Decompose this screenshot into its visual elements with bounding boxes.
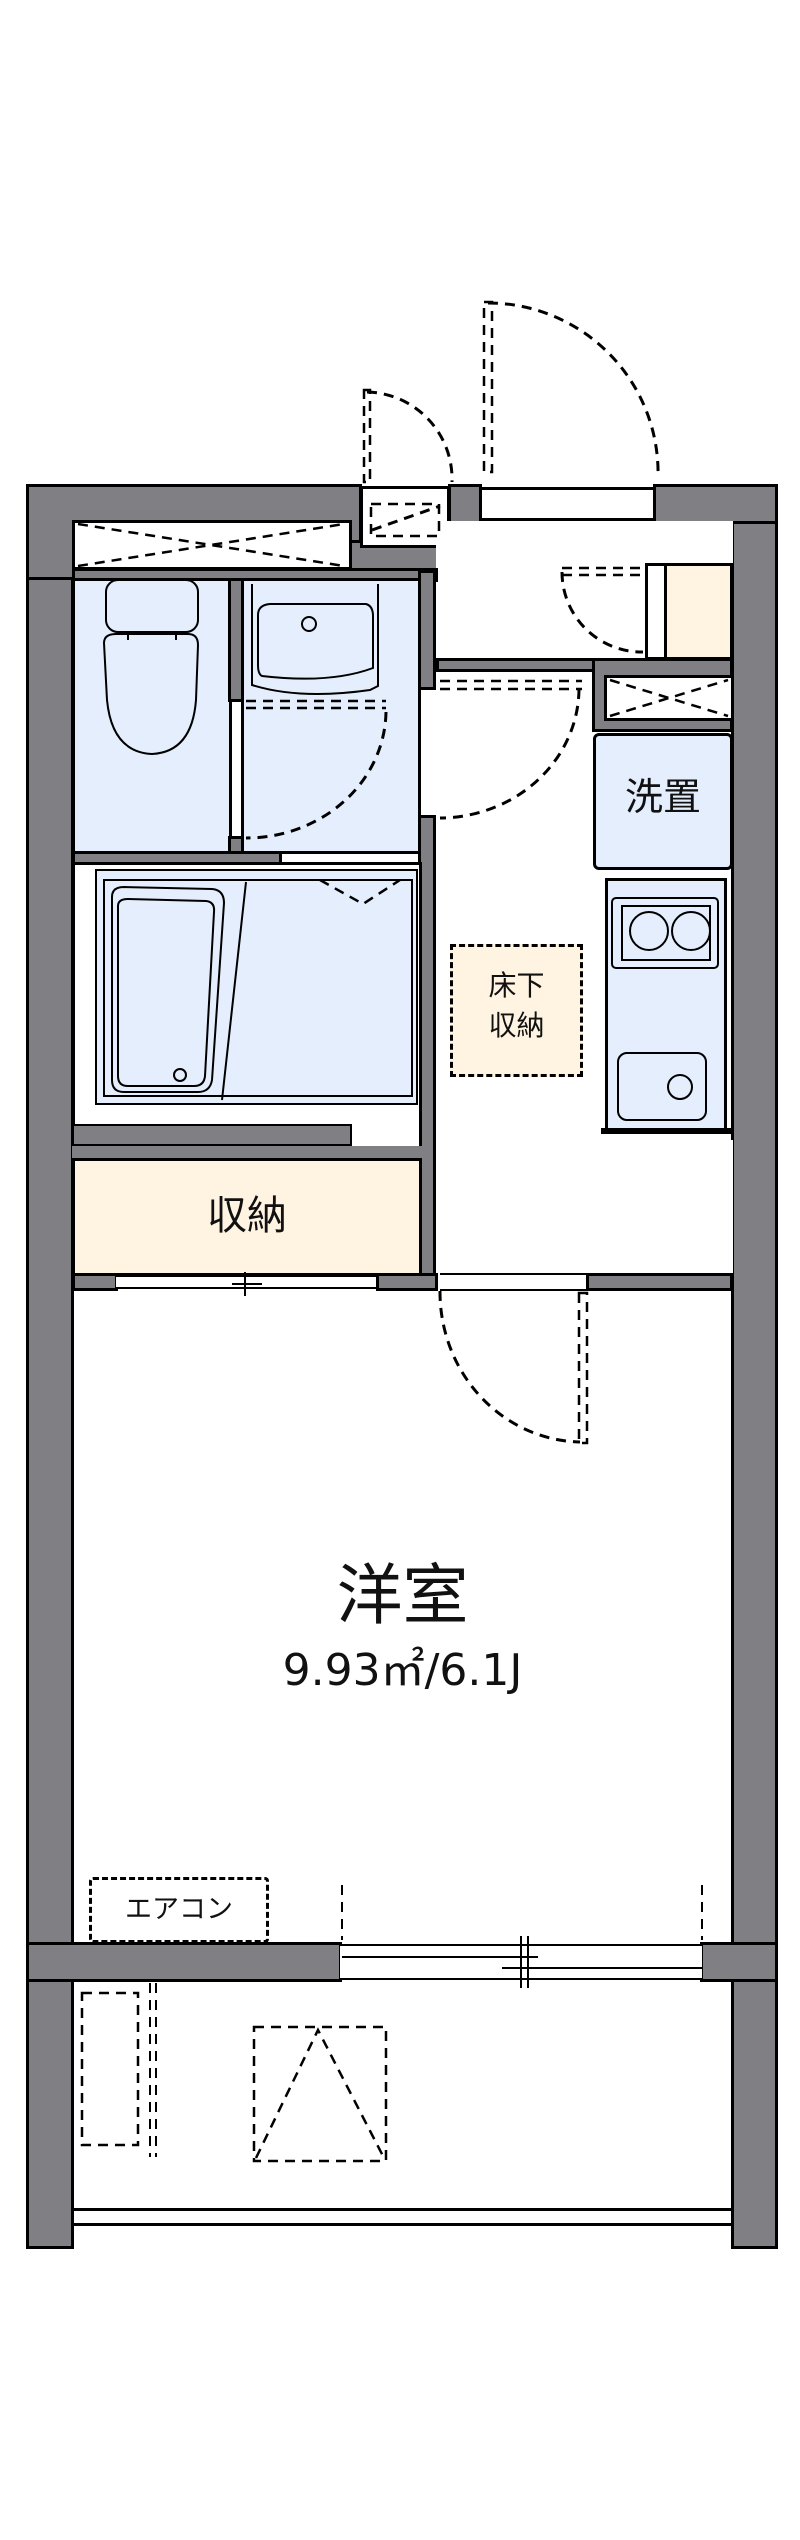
wall-below-bath xyxy=(72,1124,352,1146)
entrance-door-swing xyxy=(487,301,660,479)
underfloor-storage xyxy=(450,944,583,1077)
washer-space xyxy=(593,733,733,870)
underfloor-storage-label-2: 収納 xyxy=(488,1009,545,1042)
air-conditioner-label: エアコン xyxy=(125,1894,233,1925)
air-conditioner xyxy=(89,1877,269,1943)
outer-wall-top-right xyxy=(653,484,778,524)
bath-unit xyxy=(95,869,418,1105)
kitchen-counter-base xyxy=(601,1128,733,1134)
balcony-window[interactable] xyxy=(340,1944,702,1980)
shoe-cabinet xyxy=(664,563,733,660)
wall-balcony-left xyxy=(26,1942,342,1982)
wall-hall-horizontal xyxy=(436,658,616,672)
wall-balcony-right xyxy=(700,1942,778,1982)
outer-wall-right xyxy=(731,484,778,2249)
western-room xyxy=(74,1291,731,1945)
underfloor-storage-label-1: 床下 xyxy=(488,969,545,1002)
pipe-space-right xyxy=(604,675,734,721)
washroom xyxy=(241,578,421,854)
meter-door-swing xyxy=(366,390,454,483)
wall-room-top-left xyxy=(72,1273,118,1291)
entrance-door-opening[interactable] xyxy=(482,487,653,521)
closet-label: 収納 xyxy=(207,1193,287,1239)
washer-space-label: 洗置 xyxy=(624,775,701,819)
western-room-area: 9.93㎡/6.1J xyxy=(282,1645,523,1696)
wall-bath-storage xyxy=(72,1146,422,1160)
hallway-lower xyxy=(592,1140,733,1274)
wall-room-top-right xyxy=(586,1273,733,1291)
pipe-space-top xyxy=(72,520,352,570)
balcony xyxy=(74,1982,731,2210)
balcony-railing xyxy=(74,2208,731,2226)
room-door-opening[interactable] xyxy=(440,1273,588,1291)
western-room-label: 洋室 xyxy=(336,1557,469,1634)
outer-wall-left xyxy=(26,484,74,2249)
wall-room-top-mid xyxy=(376,1273,438,1291)
meter-door-leaf xyxy=(362,388,372,484)
closet-sliding-door[interactable] xyxy=(116,1275,378,1289)
closet xyxy=(72,1158,422,1276)
entrance-door-leaf xyxy=(482,300,494,474)
toilet-room xyxy=(72,578,232,854)
kitchen-counter xyxy=(605,878,727,1133)
wall-washroom-hall xyxy=(418,570,436,690)
